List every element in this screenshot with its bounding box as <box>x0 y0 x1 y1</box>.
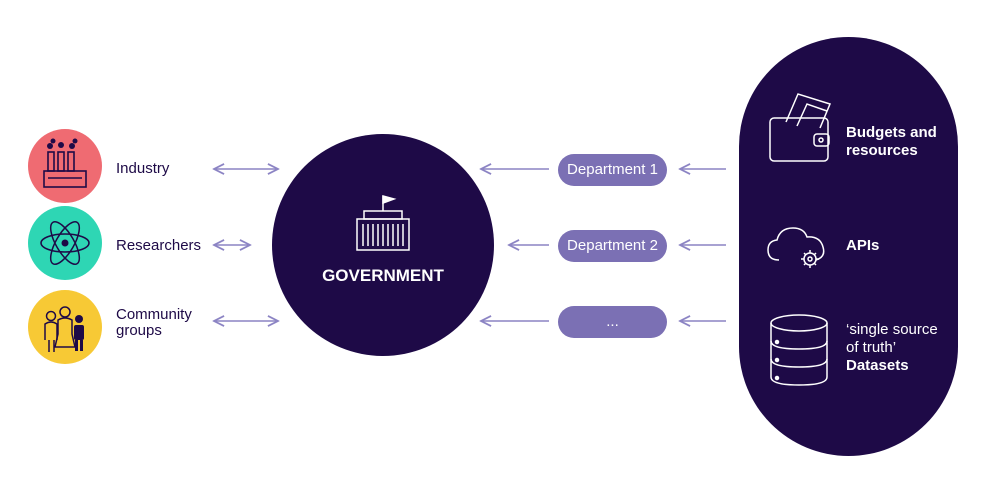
budgets-label-line1: Budgets and <box>846 124 937 141</box>
industry-icon-circle <box>28 129 102 203</box>
wallet-icon <box>769 93 832 162</box>
factory-icon <box>43 151 87 188</box>
atom-icon <box>40 220 90 266</box>
industry-label: Industry <box>116 160 170 177</box>
cloud-gear-icon <box>767 227 825 268</box>
department-2-pill: Department 2 <box>558 230 667 262</box>
datasets-label-line2: of truth’ <box>846 339 897 356</box>
budgets-label-line2: resources <box>846 142 918 159</box>
department-more-pill: ... <box>558 306 667 338</box>
resources-panel <box>739 37 958 456</box>
government-node <box>272 134 494 356</box>
government-building-icon <box>356 195 410 251</box>
researchers-icon-circle <box>28 206 102 280</box>
people-icon <box>44 306 76 352</box>
child-icon <box>74 315 84 351</box>
datasets-label-line1: ‘single source <box>846 321 938 338</box>
community-icon-circle <box>28 290 102 364</box>
department-1-pill: Department 1 <box>558 154 667 186</box>
smoke-icon <box>47 138 78 149</box>
government-label: GOVERNMENT <box>322 266 444 285</box>
database-icon <box>770 314 828 386</box>
researchers-label: Researchers <box>116 237 202 254</box>
datasets-label-line3: Datasets <box>846 357 909 374</box>
community-label-line1: Community <box>116 306 192 323</box>
community-label-line2: groups <box>116 322 162 339</box>
apis-label: APIs <box>846 237 880 254</box>
